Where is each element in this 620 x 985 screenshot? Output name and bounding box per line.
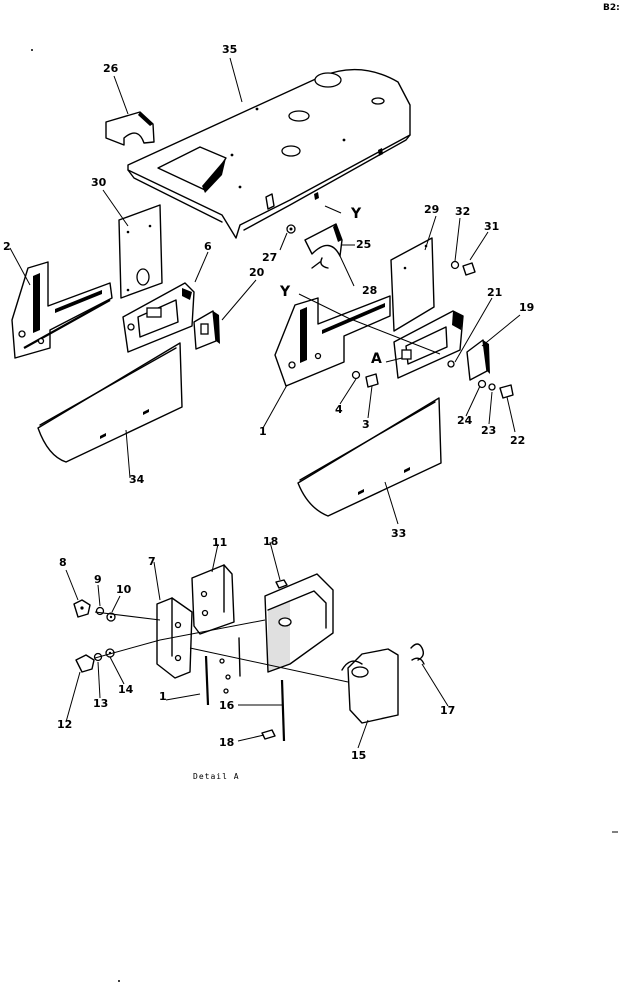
leader-lines: [9, 57, 521, 749]
part-32-washer: [450, 260, 460, 270]
callout-32: 32: [455, 205, 470, 218]
callout-22: 22: [510, 434, 525, 447]
part-18-pin-upper: [275, 579, 288, 589]
callout-17: 17: [440, 704, 455, 717]
part-10-washer: [106, 612, 116, 622]
part-4-washer: [351, 370, 361, 380]
part-20-bracket: [193, 310, 220, 350]
callout-33: 33: [391, 527, 406, 540]
part-16-rod: [238, 637, 286, 742]
callout-23: 23: [481, 424, 496, 437]
part-12-bolt: [75, 654, 95, 673]
callout-a: A: [371, 351, 382, 367]
callout-y-upper: Y: [350, 206, 362, 222]
callout-9: 9: [94, 573, 102, 586]
callout-7: 7: [148, 555, 156, 568]
callout-11: 11: [212, 536, 227, 549]
callout-27: 27: [262, 251, 277, 264]
callout-6: 6: [204, 240, 212, 253]
callout-16: 16: [219, 699, 235, 712]
callout-12: 12: [57, 718, 72, 731]
callout-18-lower: 18: [219, 736, 234, 749]
callout-14: 14: [118, 683, 134, 696]
callout-4: 4: [335, 403, 343, 416]
callout-15: 15: [351, 749, 366, 762]
part-7-hinge-plate: [156, 597, 193, 679]
callout-34: 34: [129, 473, 145, 486]
part-6-cover-plate: [122, 282, 195, 353]
callout-18-upper: 18: [263, 535, 278, 548]
callout-20: 20: [249, 266, 265, 279]
callout-30: 30: [91, 176, 107, 189]
callout-10: 10: [116, 583, 132, 596]
part-21-cover-plate: [393, 310, 464, 379]
callout-8: 8: [59, 556, 67, 569]
callout-24: 24: [457, 414, 473, 427]
callout-1-upper: 1: [259, 425, 267, 438]
part-19-bracket: [466, 339, 490, 381]
callout-31: 31: [484, 220, 499, 233]
part-17-spring: [410, 643, 425, 665]
part-22-bolt: [499, 384, 514, 399]
callout-13: 13: [93, 697, 108, 710]
part-9-washer: [95, 606, 105, 616]
callout-25: 25: [356, 238, 371, 251]
part-2-side-plate: [11, 261, 113, 359]
callout-labels: 35 26 30 2 6 20 34 Y 27 25 28 29 32 31 Y…: [3, 43, 534, 762]
part-34-lower-cover: [37, 342, 183, 463]
part-25-bracket: [304, 223, 343, 257]
callout-26: 26: [103, 62, 119, 75]
part-30-plate: [118, 204, 163, 299]
part-23-washer: [488, 383, 496, 391]
part-24-washer: [477, 379, 487, 389]
part-26-bracket: [105, 111, 155, 146]
scan-mark-bottom: [118, 980, 120, 982]
part-27-washer: [286, 224, 296, 234]
scan-mark-top-left: [31, 49, 33, 51]
callout-2: 2: [3, 240, 11, 253]
part-1-side-plate: [274, 295, 391, 387]
part-3-bolt: [365, 373, 379, 388]
callout-21: 21: [487, 286, 502, 299]
callout-28: 28: [362, 284, 377, 297]
part-28-clip: [311, 257, 329, 269]
part-29-plate: [390, 237, 435, 332]
callout-19: 19: [519, 301, 534, 314]
callout-3: 3: [362, 418, 370, 431]
part-31-bolt: [462, 262, 476, 276]
part-33-lower-cover: [297, 397, 442, 517]
part-35-top-cover: [127, 68, 411, 239]
callout-1-detail: 1: [159, 690, 167, 703]
part-8-nut: [73, 599, 91, 618]
part-15-hinge-box: [264, 573, 399, 724]
detail-caption: Detail A: [193, 772, 240, 781]
page-code: B2:: [603, 3, 620, 13]
callout-29: 29: [424, 203, 439, 216]
part-1-pin: [204, 655, 231, 706]
part-18-pin-lower: [261, 729, 276, 740]
callout-35: 35: [222, 43, 237, 56]
callout-y-lower: Y: [279, 284, 291, 300]
part-11-angle-bracket: [191, 564, 235, 635]
